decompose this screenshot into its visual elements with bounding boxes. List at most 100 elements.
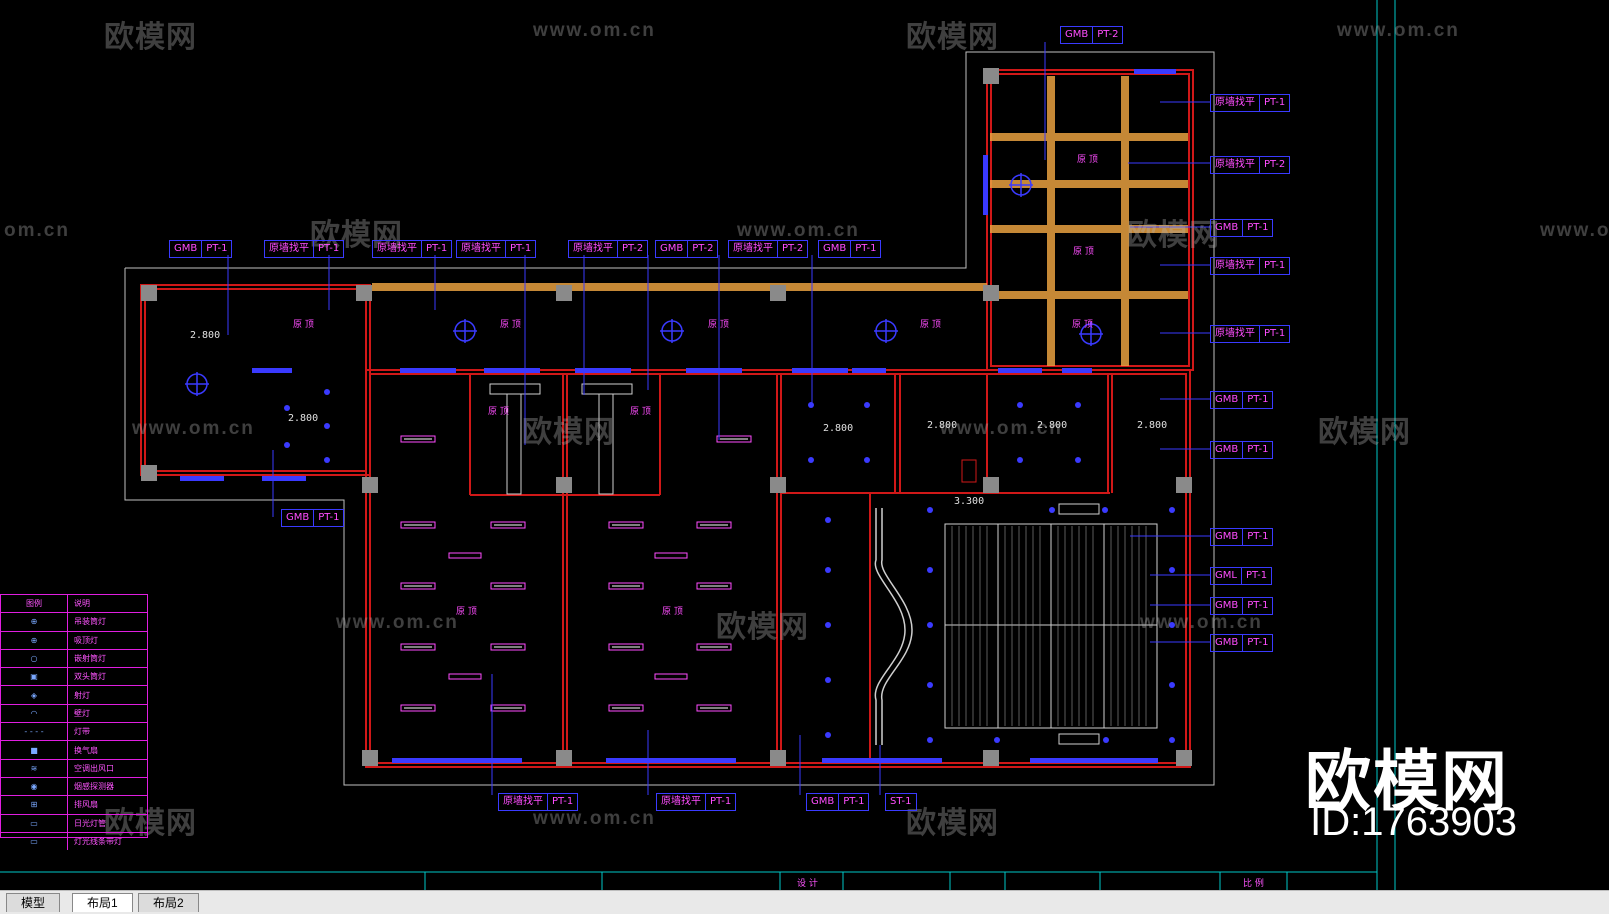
legend-row: ◈ 射灯 [1,685,147,704]
floor-plan-svg: 原 顶原 顶原 顶 原 顶原 顶原 顶 原 顶原 顶原 顶 原 顶原 顶 [0,0,1396,890]
legend-label: 烟感探测器 [74,782,114,792]
strip-light-icon: ▭ [1,832,68,851]
ceiling-height-label: 2.800 [190,330,221,341]
ceiling-height-label: 2.800 [288,413,319,424]
drawing-frame [0,0,1396,890]
walls [140,69,1194,768]
legend-header-symbol: 图例 [1,595,68,613]
smoke-detector-icon: ◉ [1,777,68,796]
svg-text:原 顶: 原 顶 [920,319,941,330]
material-tag[interactable]: ST-1 [885,793,917,811]
ceiling-lamps [185,173,1103,396]
title-block-scale: 比 例 [1243,879,1264,889]
legend-row: ⊕ 吊装筒灯 [1,612,147,631]
svg-text:原 顶: 原 顶 [1073,246,1094,257]
svg-text:原 顶: 原 顶 [500,319,521,330]
brand-logo: 欧模网 [1305,744,1509,818]
wall-lamp-icon: ◠ [1,704,68,723]
svg-text:原 顶: 原 顶 [1072,319,1093,330]
svg-text:原 顶: 原 顶 [293,319,314,330]
svg-text:原 顶: 原 顶 [630,406,651,417]
legend-header: 图例 说明 [1,595,147,613]
room-labels: 原 顶原 顶原 顶 原 顶原 顶原 顶 原 顶原 顶原 顶 原 顶原 顶 [293,154,1098,617]
ceiling-height-label: 3.300 [954,496,985,507]
legend-table: 图例 说明 ⊕吊装筒灯 ⊕吸顶灯 ○嵌射筒灯 ▣双头筒灯 ◈射灯 ◠壁灯 - -… [0,594,148,851]
legend-label: 吊装筒灯 [74,617,106,627]
fluorescent-tube-icon: ▭ [1,814,68,832]
tab-layout2[interactable]: 布局2 [138,893,199,912]
downlights [284,389,1175,743]
svg-text:原 顶: 原 顶 [662,606,683,617]
svg-text:原 顶: 原 顶 [456,606,477,617]
ceiling-height-label: 2.800 [823,423,854,434]
legend-label: 双头筒灯 [74,672,106,682]
light-strip-icon: - - - - [1,723,68,741]
legend-row: ■ 换气扇 [1,740,147,759]
legend-label: 壁灯 [74,708,90,718]
cad-drawing-canvas[interactable]: 原 顶原 顶原 顶 原 顶原 顶原 顶 原 顶原 顶原 顶 原 顶原 顶 欧模网… [0,0,1609,890]
legend-label: 灯带 [74,727,90,737]
legend-row: - - - - 灯带 [1,722,147,741]
legend-label: 日光灯管 [74,818,106,828]
legend-header-desc: 说明 [74,599,90,609]
tab-layout1[interactable]: 布局1 [72,893,133,912]
legend-row: ≋空调出风口 [1,758,147,777]
legend-label: 排风扇 [74,800,98,810]
ceiling-lamp-icon: ⊕ [1,631,68,649]
title-block-designer: 设 计 [797,879,818,889]
legend-label: 射灯 [74,690,90,700]
brand-id: ID:1763903 [1310,800,1517,844]
building-outline [124,51,1215,786]
washroom-fixtures [489,383,1100,745]
pendant-lamp-icon: ⊕ [1,613,68,631]
downlight-icon: ○ [1,649,68,668]
legend-row: ○ 嵌射筒灯 [1,648,147,668]
window-strips [180,69,1176,763]
legend-label: 换气扇 [74,745,98,755]
svg-text:原 顶: 原 顶 [1077,154,1098,165]
legend-row: ▭ 灯光线条带灯 [1,831,147,851]
fluorescent-cores [404,438,748,709]
ceiling-height-label: 2.800 [1137,420,1168,431]
orange-beams [372,76,1188,366]
legend-row: ▭ 日光灯管 [1,813,147,832]
spotlight-icon: ◈ [1,686,68,704]
tab-model[interactable]: 模型 [6,893,61,912]
double-downlight-icon: ▣ [1,668,68,686]
fluorescent-fixtures [400,435,752,712]
exhaust-fan-icon: ■ [1,741,68,759]
legend-label: 灯光线条带灯 [74,837,122,846]
ceiling-grid [944,523,1158,729]
ceiling-height-label: 2.800 [1037,420,1068,431]
legend-label: 嵌射筒灯 [74,654,106,664]
svg-text:原 顶: 原 顶 [708,319,729,330]
leader-lines [227,42,1210,795]
curved-partition [874,508,913,745]
ceiling-grid-hatch [951,526,1147,726]
legend-row: ⊞排风扇 [1,795,147,814]
